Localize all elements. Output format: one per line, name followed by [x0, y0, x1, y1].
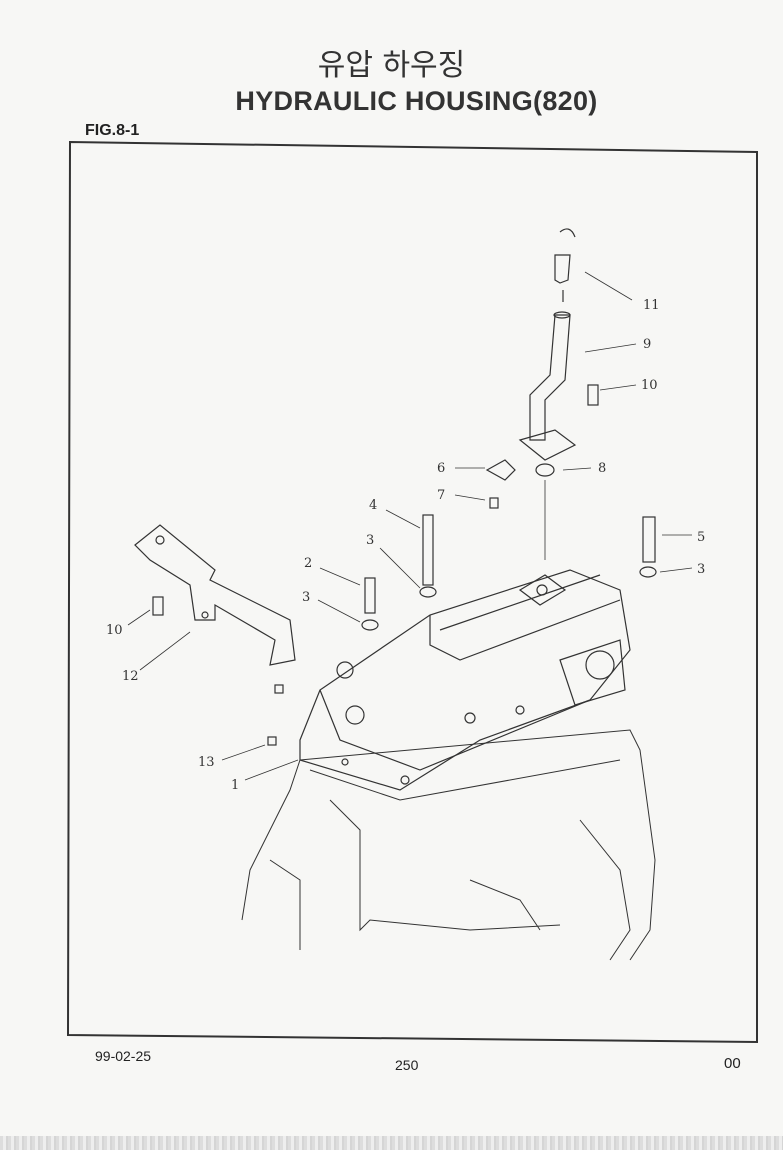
leader-lines [127, 271, 693, 781]
bolt-10 [587, 384, 599, 406]
diagram-frame [66, 140, 758, 1044]
callout-11: 11 [643, 298, 660, 313]
washer [639, 566, 657, 578]
callout-3: 3 [366, 533, 374, 548]
callout-4: 4 [369, 498, 377, 513]
bolt-4 [422, 514, 434, 586]
figure-label: FIG.8-1 [85, 122, 140, 139]
footer-date: 99-02-25 [95, 1048, 152, 1064]
washer [419, 586, 437, 598]
bolt-10b [152, 596, 164, 616]
callout-3: 3 [302, 590, 310, 605]
title-english: HYDRAULIC HOUSING(820) [235, 86, 598, 116]
washer [361, 619, 379, 631]
bolt-5 [642, 516, 656, 563]
callout-3: 3 [697, 562, 705, 577]
cover-plate [485, 459, 516, 481]
callout-2: 2 [304, 556, 312, 571]
callout-6: 6 [437, 461, 445, 476]
footer-revision: 00 [724, 1055, 741, 1072]
pipe [518, 228, 577, 560]
callout-12: 12 [122, 669, 139, 684]
callout-7: 7 [437, 488, 445, 503]
scan-edge [0, 1136, 783, 1150]
plug-13 [267, 736, 277, 746]
engine-block [241, 729, 656, 961]
footer-page-number: 250 [395, 1057, 419, 1073]
callout-9: 9 [643, 337, 651, 352]
bolt-7 [489, 497, 499, 509]
callout-1: 1 [231, 778, 239, 793]
title-korean: 유압 하우징 [317, 48, 466, 83]
plug-13 [274, 684, 284, 694]
callout-13: 13 [198, 755, 215, 770]
callout-10: 10 [641, 378, 658, 393]
callout-10: 10 [106, 623, 123, 638]
callout-5: 5 [697, 530, 705, 545]
callout-8: 8 [598, 461, 606, 476]
bolt-2 [364, 577, 376, 614]
bracket [134, 524, 296, 666]
hydraulic-housing [299, 569, 631, 791]
